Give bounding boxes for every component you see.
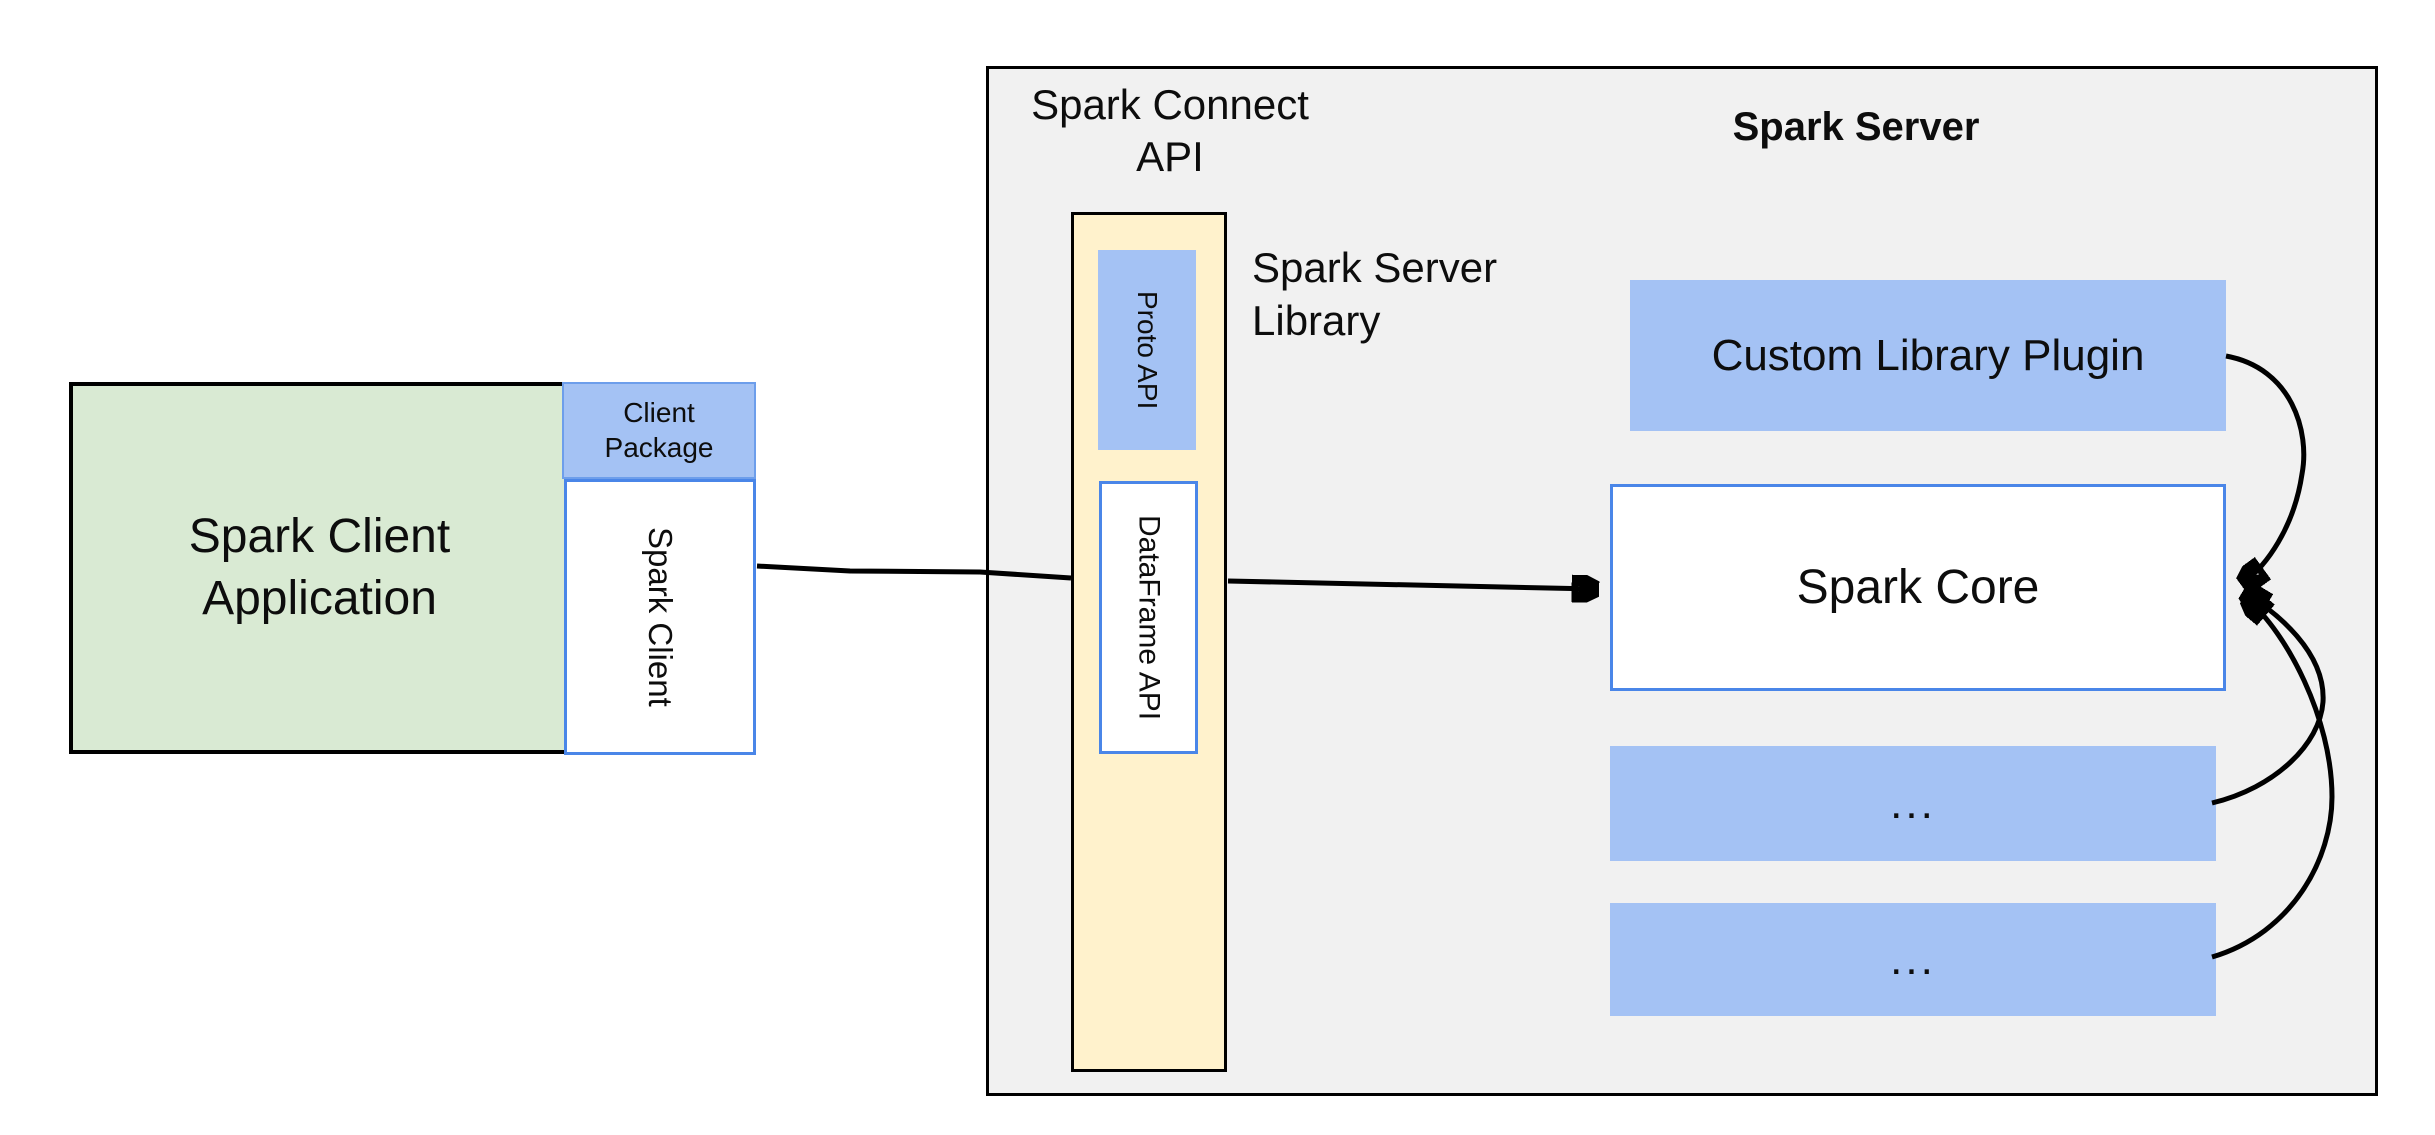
- spark-connect-api-text: Spark Connect API: [1031, 81, 1309, 180]
- plugin-slot-box-2: ...: [1610, 903, 2216, 1016]
- plugin-slot-1-label: ...: [1890, 778, 1936, 828]
- spark-server-library-label: Spark Server Library: [1252, 242, 1612, 352]
- client-package-box: Client Package: [562, 382, 756, 479]
- plugin-slot-2-label: ...: [1890, 934, 1936, 984]
- spark-server-title-text: Spark Server: [1732, 104, 1980, 149]
- custom-library-plugin-label: Custom Library Plugin: [1711, 330, 2145, 380]
- plugin-slot-box-1: ...: [1610, 746, 2216, 861]
- proto-api-box: Proto API: [1098, 250, 1196, 450]
- dataframe-api-label: DataFrame API: [1132, 514, 1166, 721]
- spark-client-label: Spark Client: [642, 527, 679, 707]
- custom-library-plugin-box: Custom Library Plugin: [1630, 280, 2226, 431]
- spark-client-box: Spark Client: [564, 479, 756, 755]
- spark-server-library-text: Spark Server Library: [1252, 244, 1498, 344]
- dataframe-api-box: DataFrame API: [1099, 481, 1198, 754]
- spark-client-application-label: Spark Client Application: [188, 509, 451, 625]
- spark-server-title: Spark Server: [1606, 104, 2106, 150]
- spark-connect-api-label: Spark Connect API: [1010, 76, 1330, 186]
- proto-api-label: Proto API: [1132, 290, 1163, 410]
- spark-core-box: Spark Core: [1610, 484, 2226, 691]
- spark-client-application-box: Spark Client Application: [69, 382, 570, 754]
- client-package-label: Client Package: [604, 397, 714, 463]
- spark-core-label: Spark Core: [1796, 561, 2040, 614]
